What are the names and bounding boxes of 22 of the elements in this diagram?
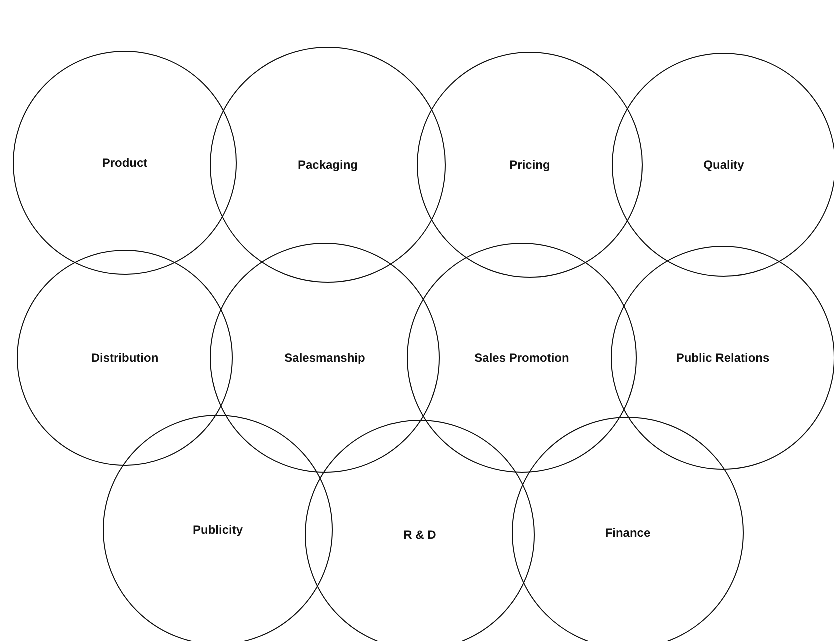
circle-label: Sales Promotion [474,351,570,365]
circle [612,53,834,277]
circle-label: Quality [704,158,744,172]
circle [13,51,237,275]
circle-label: Pricing [510,158,550,172]
circle-label: Product [102,156,148,170]
circle [210,47,446,283]
circle [305,420,535,641]
circle-label: Salesmanship [284,351,366,365]
circle [17,250,233,466]
circle-label: R & D [404,528,436,542]
circle-label: Packaging [298,158,358,172]
circle-label: Publicity [192,523,243,537]
circle [512,417,744,641]
circle [103,415,333,641]
circle-label: Finance [605,526,651,540]
circle [417,52,643,278]
circle-label: Distribution [91,351,159,365]
circle-label: Public Relations [676,351,770,365]
circle [407,243,637,473]
circle [611,246,834,470]
circle [210,243,440,473]
